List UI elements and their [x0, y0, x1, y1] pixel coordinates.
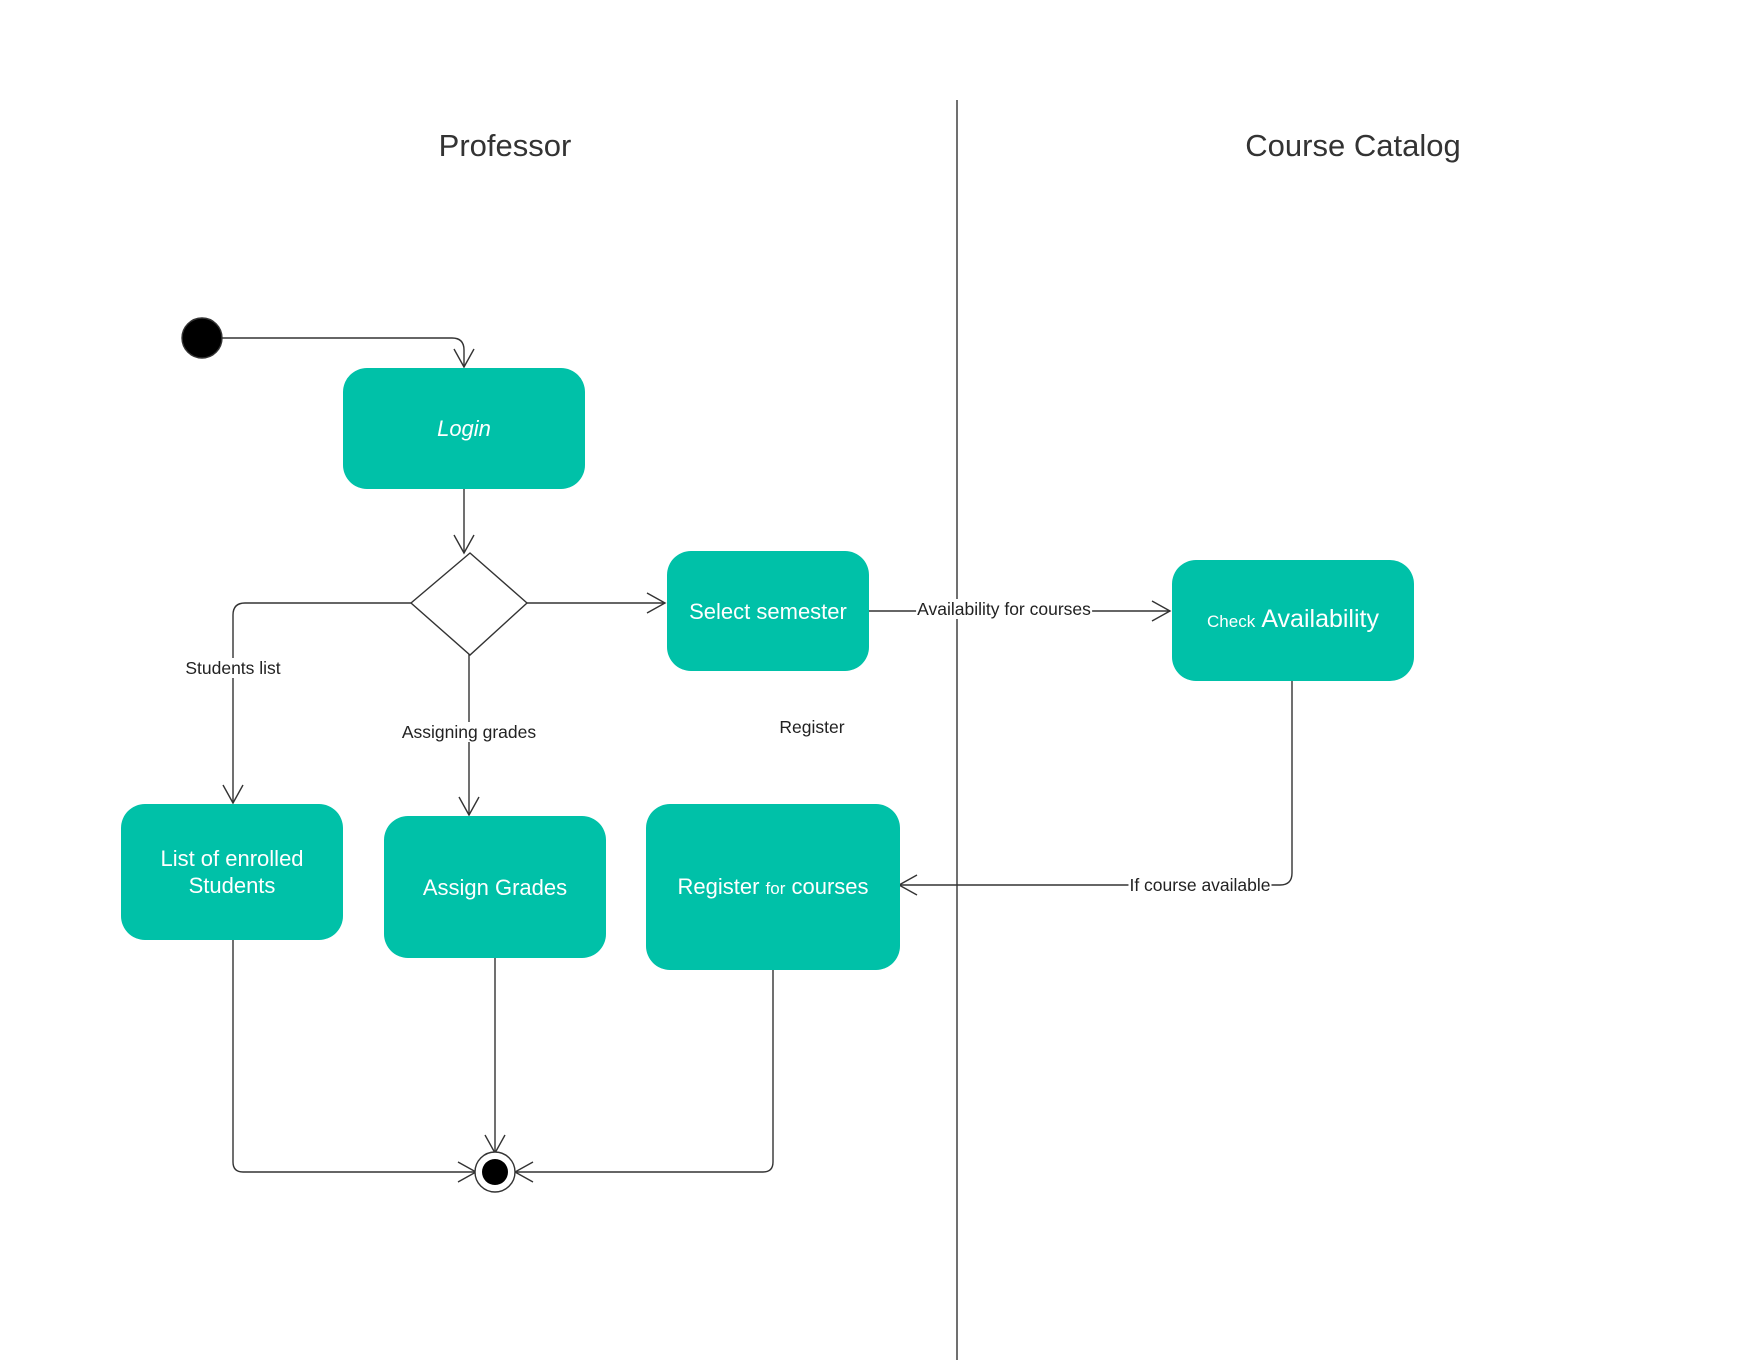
edge-label-availability: Availability for courses: [916, 599, 1092, 619]
edge-students-to-end: [232, 940, 476, 1173]
arrowhead-availability: [1151, 600, 1172, 622]
assign-grades-node: Assign Grades: [384, 816, 606, 958]
edge-label-if-available: If course available: [1128, 875, 1272, 895]
check-availability-node: Check Availability: [1172, 560, 1414, 681]
end-node-dot: [482, 1159, 508, 1185]
edge-register-to-end: [515, 970, 774, 1173]
list-students-line2: Students: [188, 873, 276, 898]
arrowhead-login: [453, 348, 475, 369]
assign-grades-label: Assign Grades: [422, 874, 568, 900]
register-courses-part1: Register: [677, 873, 760, 899]
register-courses-part2: for: [765, 878, 786, 898]
edge-label-students-list: Students list: [184, 658, 282, 678]
decision-diamond: [409, 552, 529, 656]
lane-title-course-catalog: Course Catalog: [1245, 128, 1461, 163]
edge-availability-to-register: [899, 680, 1293, 886]
login-label: Login: [437, 416, 491, 441]
edge-decision-to-students: [232, 602, 411, 803]
start-node: [181, 317, 223, 359]
arrowhead-grades: [458, 796, 480, 817]
arrowhead-decision: [453, 534, 475, 555]
register-courses-node: Register for courses: [646, 804, 900, 970]
edge-label-register: Register: [779, 717, 845, 737]
list-students-node: List of enrolled Students: [121, 804, 343, 940]
check-availability-prefix: Check: [1207, 612, 1256, 631]
lane-title-professor: Professor: [438, 128, 572, 163]
check-availability-main: Availability: [1261, 605, 1379, 633]
arrowhead-semester: [646, 592, 667, 614]
list-students-line1: List of enrolled: [160, 846, 304, 871]
select-semester-node: Select semester: [667, 551, 869, 671]
register-courses-part3: courses: [791, 873, 869, 899]
login-node: Login: [343, 368, 585, 489]
edge-label-assigning-grades: Assigning grades: [400, 722, 538, 742]
select-semester-label: Select semester: [689, 598, 847, 624]
edge-start-to-login: [220, 337, 465, 367]
arrowhead-students: [222, 784, 244, 805]
